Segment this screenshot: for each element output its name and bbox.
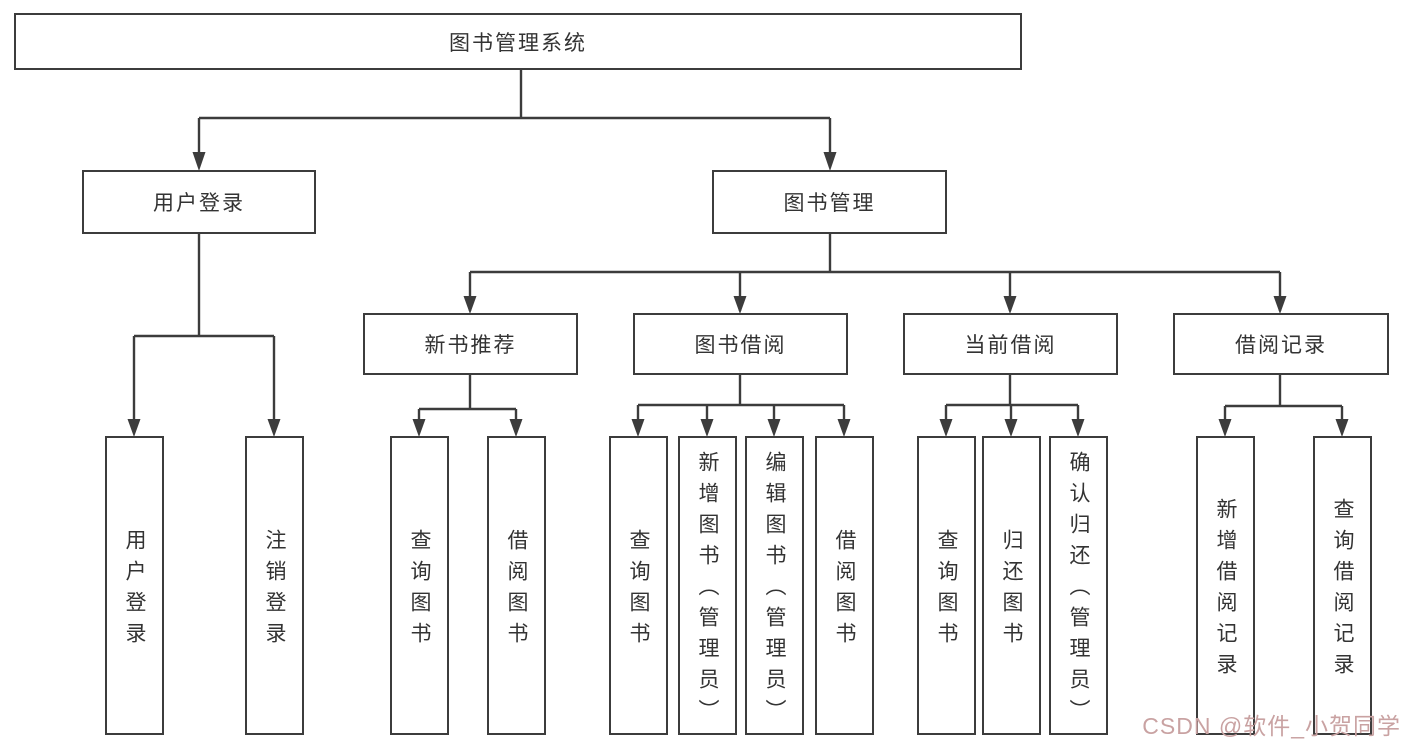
node-label: 图书管理系统 bbox=[449, 31, 587, 55]
node-label: 新增借阅记录 bbox=[1214, 497, 1238, 684]
node-label: 查询图书 bbox=[408, 528, 432, 653]
leaf-edit-book-admin: 编辑图书（管理员） bbox=[745, 436, 804, 735]
leaf-user-login: 用户登录 bbox=[105, 436, 164, 735]
node-current-borrowing: 当前借阅 bbox=[903, 313, 1118, 375]
node-label: 新书推荐 bbox=[424, 334, 517, 357]
node-label: 注销登录 bbox=[263, 528, 287, 653]
node-label: 借阅记录 bbox=[1235, 334, 1327, 357]
node-library-management-system: 图书管理系统 bbox=[14, 13, 1022, 70]
leaf-query-books-current: 查询图书 bbox=[917, 436, 976, 735]
node-label: 用户登录 bbox=[123, 528, 147, 653]
leaf-borrow-books-borrowing: 借阅图书 bbox=[815, 436, 874, 735]
node-label: 编辑图书（管理员） bbox=[763, 451, 787, 730]
node-label: 当前借阅 bbox=[964, 334, 1057, 357]
leaf-query-borrow-record: 查询借阅记录 bbox=[1313, 436, 1372, 735]
node-user-login: 用户登录 bbox=[82, 170, 316, 234]
node-label: 查询图书 bbox=[627, 528, 651, 653]
leaf-return-books: 归还图书 bbox=[982, 436, 1041, 735]
node-label: 查询图书 bbox=[935, 528, 959, 653]
node-label: 用户登录 bbox=[153, 192, 245, 215]
node-book-borrowing: 图书借阅 bbox=[633, 313, 848, 375]
node-label: 借阅图书 bbox=[833, 528, 857, 653]
node-borrowing-records: 借阅记录 bbox=[1173, 313, 1389, 375]
node-label: 确认归还（管理员） bbox=[1067, 451, 1091, 730]
leaf-add-borrow-record: 新增借阅记录 bbox=[1196, 436, 1255, 735]
node-label: 归还图书 bbox=[1000, 528, 1024, 653]
node-label: 新增图书（管理员） bbox=[696, 451, 720, 730]
node-label: 图书借阅 bbox=[694, 334, 787, 357]
node-label: 借阅图书 bbox=[505, 528, 529, 653]
leaf-query-books-borrowing: 查询图书 bbox=[609, 436, 668, 735]
node-book-management: 图书管理 bbox=[712, 170, 947, 234]
leaf-query-books-recommend: 查询图书 bbox=[390, 436, 449, 735]
leaf-borrow-books-recommend: 借阅图书 bbox=[487, 436, 546, 735]
node-new-book-recommend: 新书推荐 bbox=[363, 313, 578, 375]
leaf-add-book-admin: 新增图书（管理员） bbox=[678, 436, 737, 735]
node-label: 查询借阅记录 bbox=[1331, 497, 1355, 684]
leaf-confirm-return-admin: 确认归还（管理员） bbox=[1049, 436, 1108, 735]
leaf-logout: 注销登录 bbox=[245, 436, 304, 735]
node-label: 图书管理 bbox=[783, 192, 876, 215]
csdn-watermark: CSDN @软件_小贺同学 bbox=[1142, 713, 1401, 739]
